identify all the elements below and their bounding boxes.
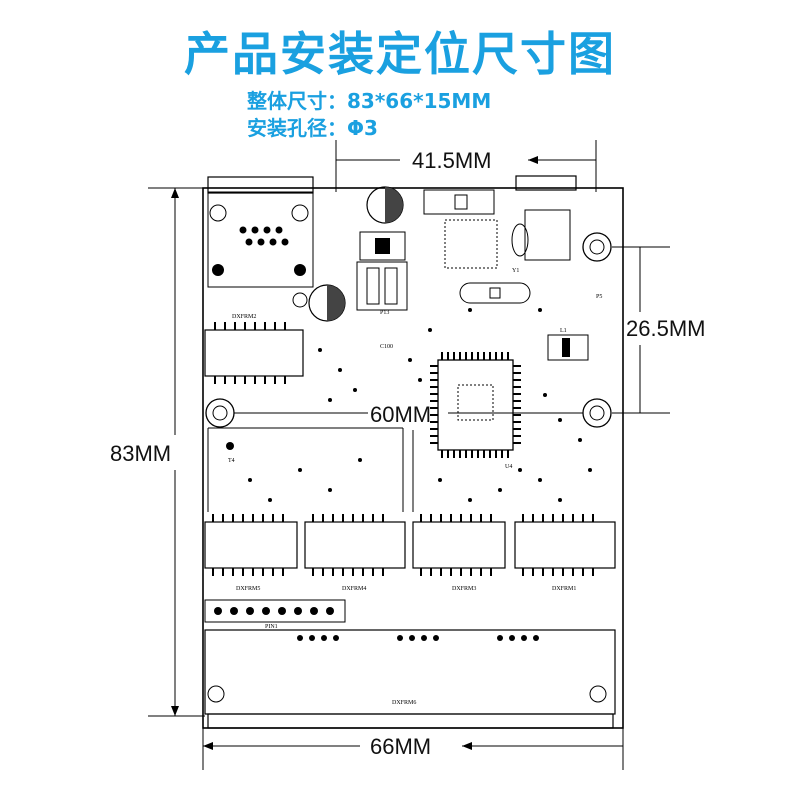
pin-header-pins [214,607,334,615]
rj45-pin-left [212,264,224,276]
label-dxfrm4: DXFRM4 [342,586,366,592]
scattered-vias [248,308,592,502]
rj45-top-connector [207,176,314,194]
mount-hole-top-right [582,232,612,262]
bottom-edge-connector [207,713,614,729]
label-t4: T4 [228,458,235,464]
rj45-pin-right [294,264,306,276]
mount-hole-mid-right [582,398,612,428]
dim-top-width: 41.5MM [412,148,492,173]
rj45-pins [239,226,289,246]
label-p13: P13 [380,310,389,316]
qfp-pins-top [441,352,509,360]
label-dxfrm1: DXFRM1 [552,586,576,592]
oscillator [459,282,531,304]
page-title: 产品安装定位尺寸图 [184,27,616,81]
inductor-l1 [547,334,589,361]
dim-left-height: 83MM [110,441,172,466]
label-dxfrm2: DXFRM2 [232,314,256,320]
inductor-p13 [356,261,408,311]
label-l1: L1 [560,328,567,334]
module-dxfrm4 [304,514,406,576]
module-dxfrm5 [204,514,298,576]
pin-header [204,599,346,623]
via-hole-left [292,292,308,308]
label-c100: C100 [380,344,393,350]
qfp-thermal-pad [457,384,494,421]
qfp-pins-left [430,365,438,444]
module-dxfrm3 [412,514,506,576]
label-pin1: PIN1 [265,624,278,630]
rj45-jack [207,191,314,288]
power-connector [515,175,577,191]
via-array [444,219,498,269]
dim-bottom-width: 66MM [370,734,432,759]
hole-diameter-spec: 安装孔径：Φ3 [247,116,378,140]
diode-body [375,238,390,254]
mount-hole-mid-left [205,398,235,428]
overall-size-spec: 整体尺寸：83*66*15MM [247,89,492,113]
module-dxfrm1 [514,514,616,576]
module-dxfrm2 [204,329,304,377]
top-chip [423,189,495,215]
label-y1: Y1 [512,268,519,274]
main-qfp-chip [437,359,514,451]
electrolytic-cap-1-fill [385,187,403,223]
label-u4: U4 [505,464,512,470]
label-dxfrm3: DXFRM3 [452,586,476,592]
diode-block [359,231,406,261]
crystal-y1 [511,223,529,257]
power-jack [524,209,571,261]
label-dxfrm5: DXFRM5 [236,586,260,592]
dim-right-height: 26.5MM [626,316,706,341]
rj45-post-left [209,204,227,222]
mount-hole-bottom-left [207,685,225,703]
module-dxfrm2-pins [214,322,286,384]
dim-center-width: 60MM [370,402,432,427]
rj45-post-right [291,204,309,222]
label-p5: P5 [596,294,602,300]
qfp-pins-right [513,365,521,444]
qfp-pins-bottom [441,450,509,458]
mount-hole-bottom-right [589,685,607,703]
module-dxfrm6 [204,629,616,715]
label-dxfrm6: DXFRM6 [392,700,416,706]
via-t4 [226,442,234,450]
bottom-module-pins [297,635,539,641]
electrolytic-cap-2-fill [327,285,345,321]
